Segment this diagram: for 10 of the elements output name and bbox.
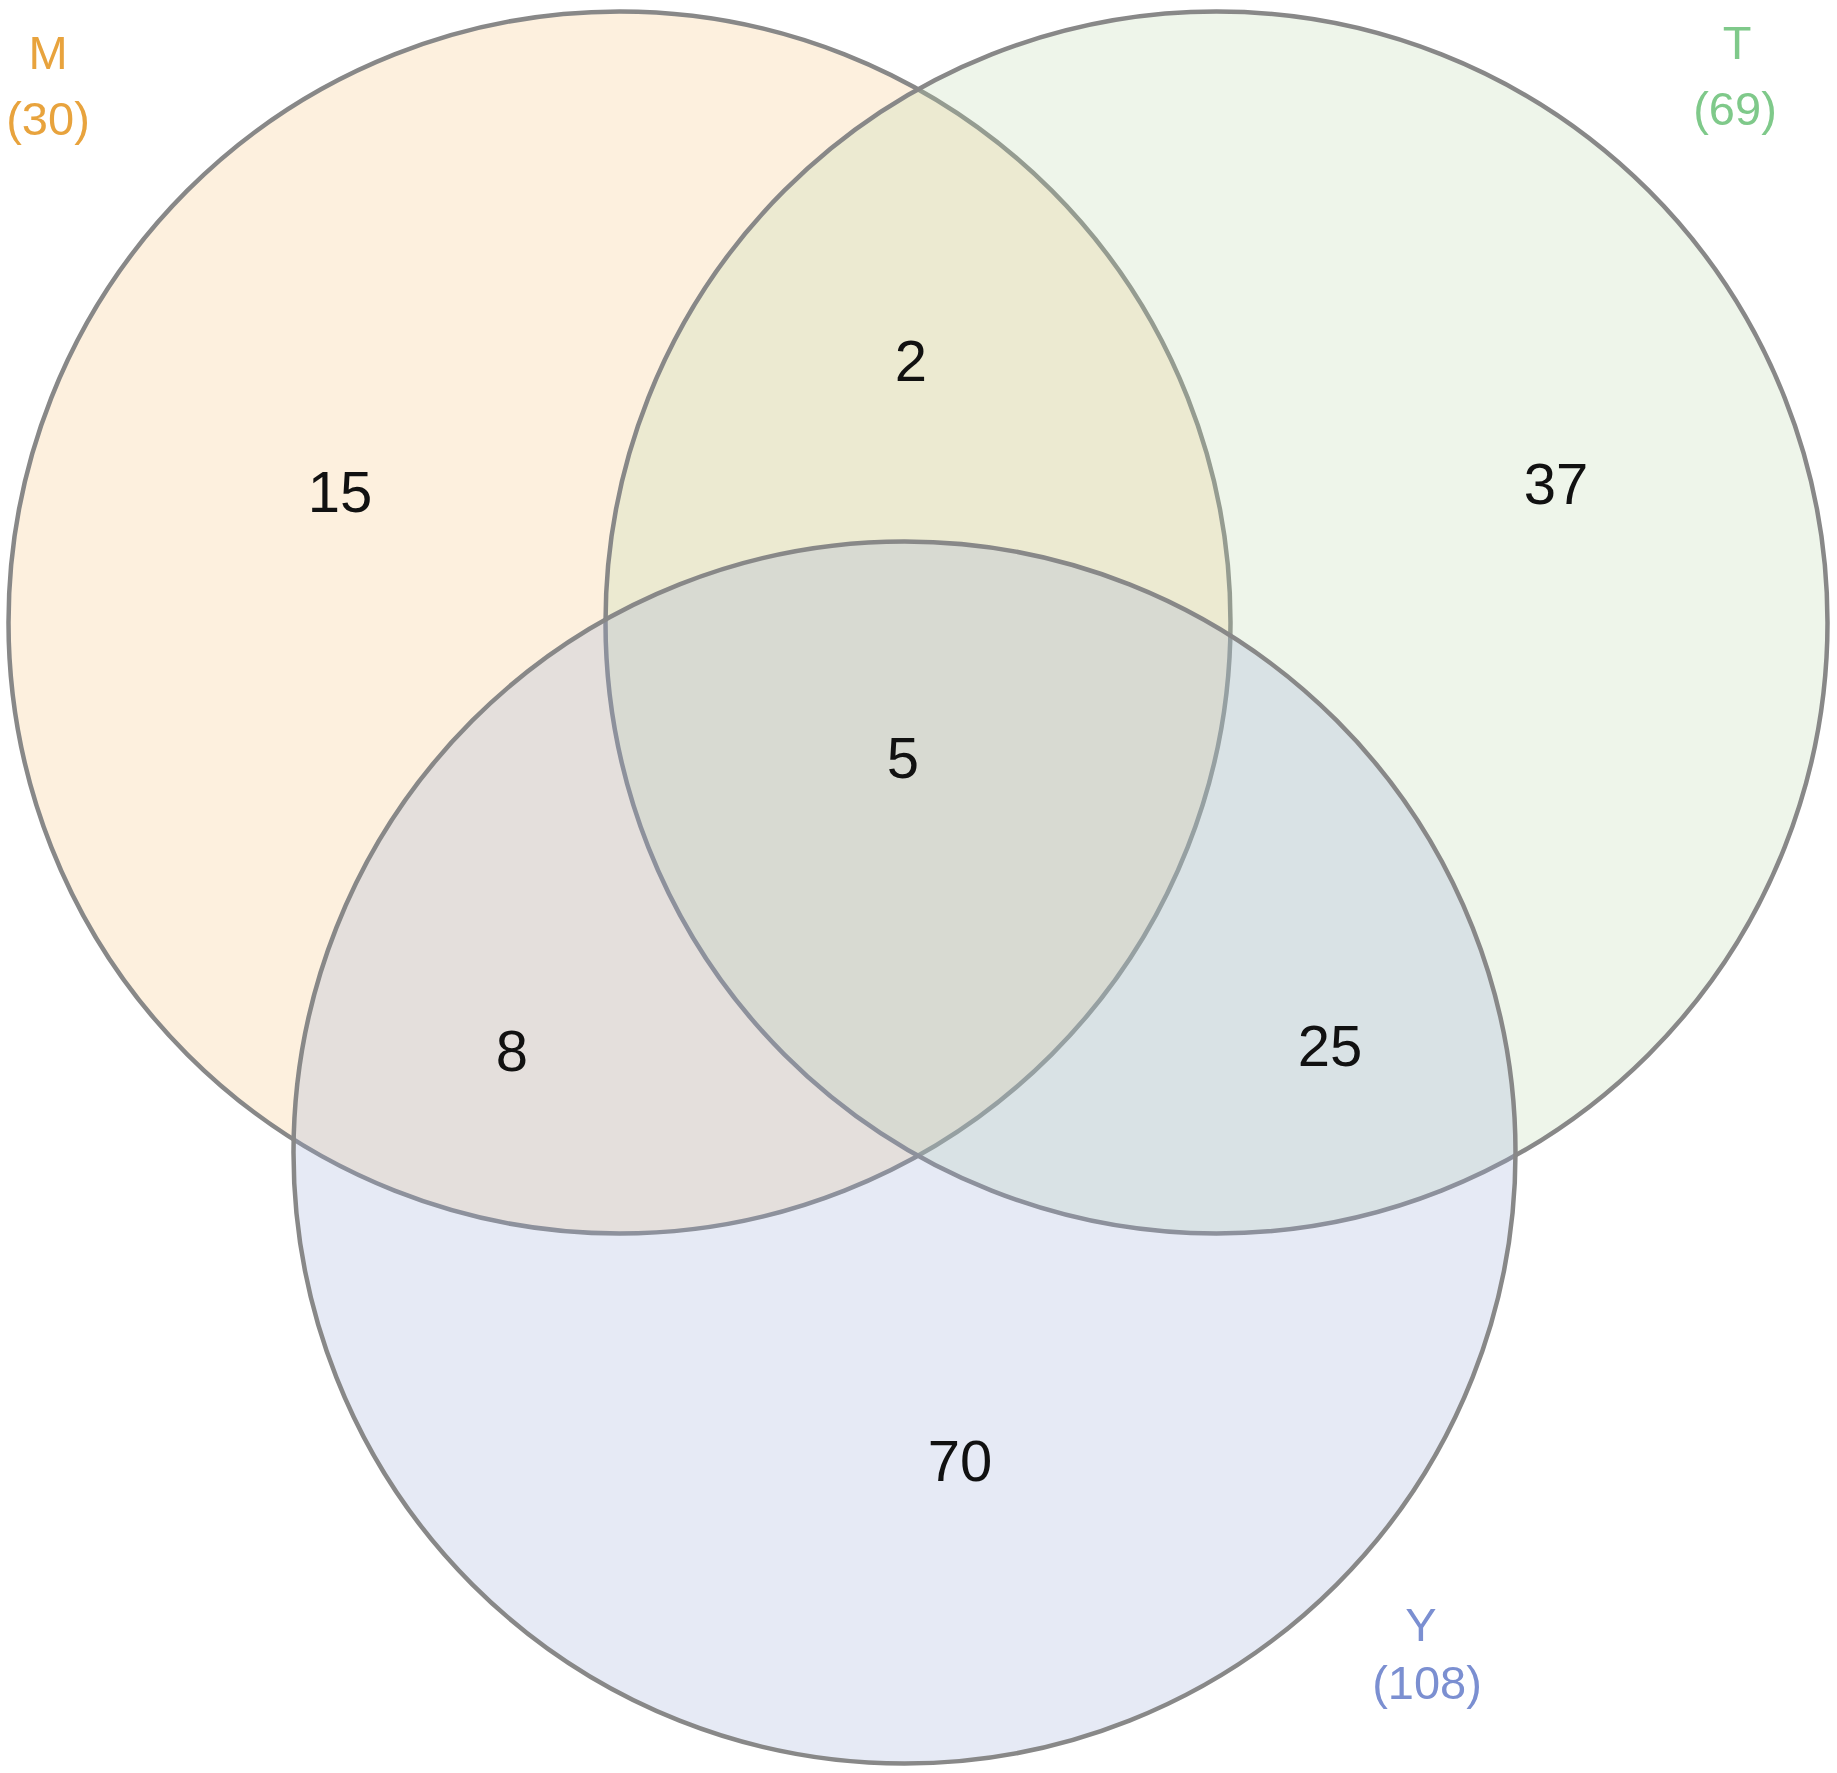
set-name: M <box>28 28 68 76</box>
region-count: 37 <box>1523 455 1589 513</box>
region-count: 2 <box>894 332 928 390</box>
set-name: T <box>1722 18 1752 66</box>
set-name: Y <box>1405 1600 1437 1648</box>
region-count: 25 <box>1297 1017 1363 1075</box>
region-count: 15 <box>307 463 373 521</box>
region-count: 5 <box>886 729 920 787</box>
region-count: 70 <box>927 1432 993 1490</box>
region-count: 8 <box>495 1022 529 1080</box>
